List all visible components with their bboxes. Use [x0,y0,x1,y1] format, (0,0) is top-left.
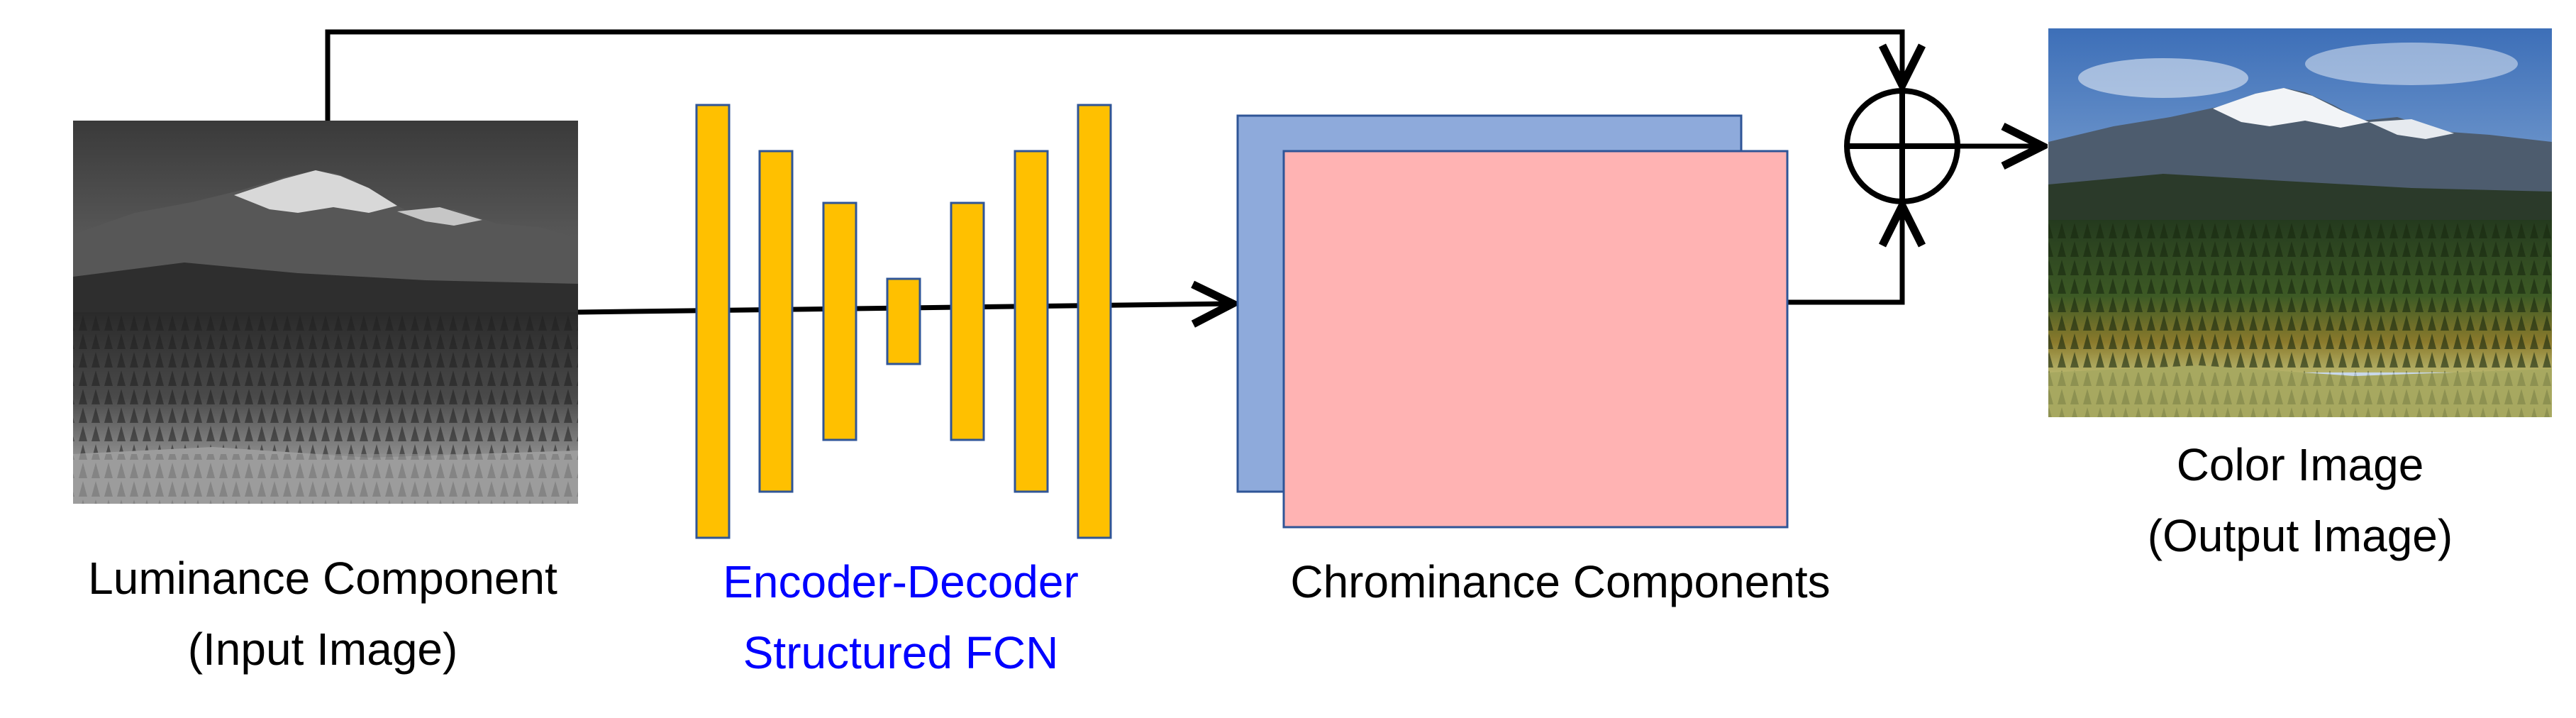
encoder-layer-3 [822,201,857,441]
output-title: Color Image [2176,439,2424,490]
output-color-image [2048,28,2552,417]
chroma-channel-front [1282,150,1789,529]
sum-node [1844,88,1960,204]
encoder-layer-1 [695,104,731,539]
chroma-title: Chrominance Components [1290,556,1831,607]
input-luminance-image [73,121,578,504]
input-title: Luminance Component [88,553,557,604]
decoder-layer-2 [1014,150,1049,493]
output-subtitle: (Output Image) [2147,510,2453,561]
skip-connection [325,29,1902,121]
decoder-layer-1 [950,201,985,441]
encoder-decoder-fcn [695,104,1112,539]
network-label-line1: Encoder-Decoder [723,556,1079,607]
bottleneck-layer [886,277,921,365]
chrominance-components [1236,114,1789,529]
network-label-line2: Structured FCN [743,627,1059,678]
input-subtitle: (Input Image) [187,624,458,675]
decoder-layer-3 [1077,104,1112,539]
encoder-layer-2 [758,150,794,493]
chroma-to-sum-connection [1787,206,1902,305]
